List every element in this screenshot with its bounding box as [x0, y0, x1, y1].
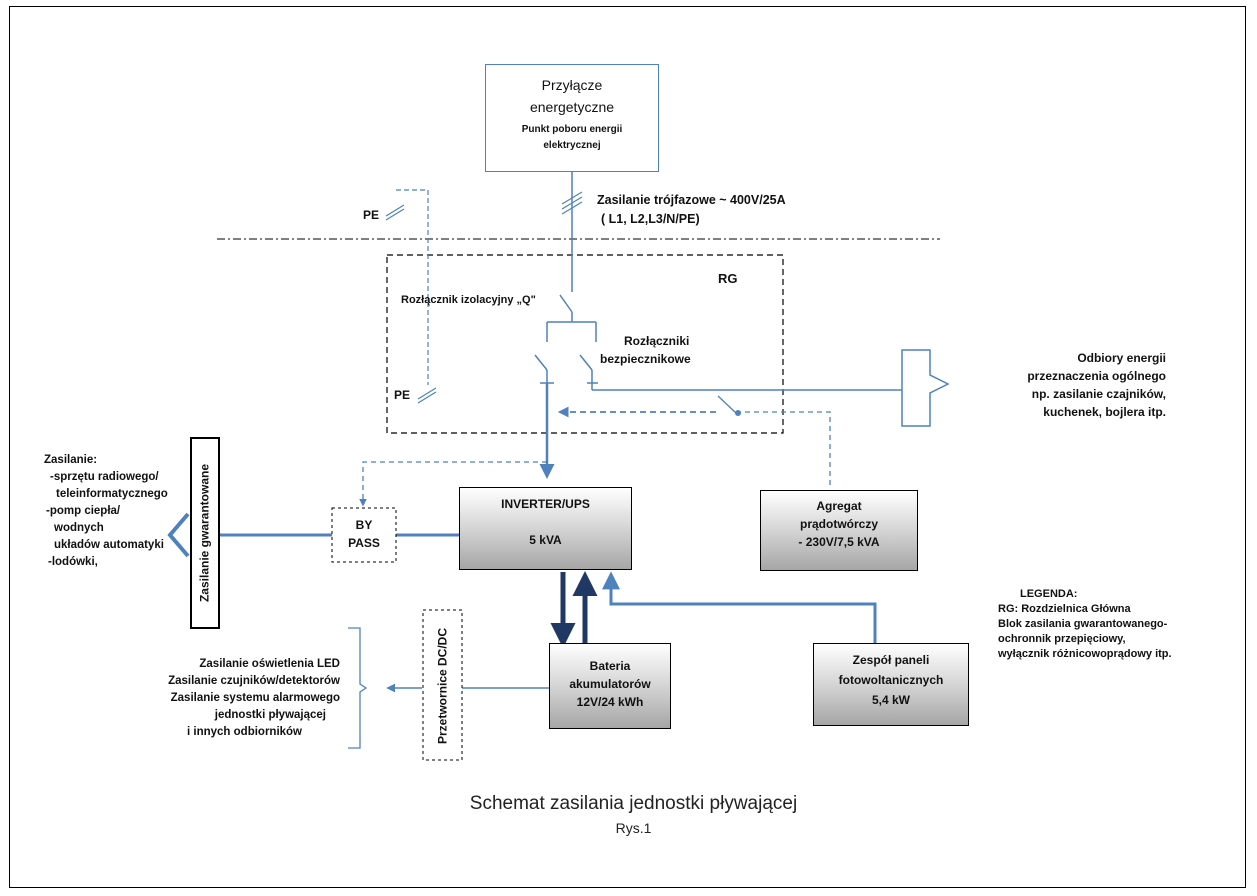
- pe-label-bottom: PE: [394, 388, 411, 402]
- fuse-switch-left: [534, 354, 548, 371]
- three-phase-hash: [561, 191, 583, 215]
- pv-panels-box: [813, 643, 969, 726]
- rg-label: RG: [718, 271, 738, 286]
- guaranteed-supply-box: [190, 437, 220, 629]
- isolator-label: Rozłącznik izolacyjny „Q": [401, 294, 536, 306]
- supply-label: Zasilanie trójfazowe ~ 400V/25A( L1, L2,…: [597, 193, 786, 226]
- grid-connection-box: [485, 64, 659, 172]
- rg-box: [386, 254, 784, 434]
- generator-switch: [717, 395, 737, 414]
- diagram-caption-title: Schemat zasilania jednostki pływającej: [469, 793, 798, 814]
- dc-loads-list: Zasilanie oświetlenia LED Zasilanie czuj…: [168, 658, 340, 738]
- diagram-caption-sub: Rys.1: [615, 820, 652, 836]
- inverter-box: [459, 487, 632, 570]
- generator-line: [740, 411, 831, 485]
- guaranteed-output-arrow: [167, 512, 190, 558]
- battery-box: [549, 643, 671, 729]
- pv-line: [602, 571, 877, 643]
- loads-brace: [348, 627, 368, 749]
- dcdc-label: Przetwornice DC/DC: [435, 627, 450, 745]
- fuse-switch-right: [579, 354, 593, 371]
- generator-box: [760, 490, 918, 571]
- general-load-arrow: [901, 349, 950, 427]
- pe-hash-bottom: [417, 387, 437, 400]
- guaranteed-loads-list: Zasilanie: -sprzętu radiowego/ teleinfor…: [44, 454, 168, 568]
- pe-label-top: PE: [363, 208, 380, 222]
- pe-line: [396, 189, 429, 385]
- bypass-line: [359, 461, 547, 507]
- diagram-frame: [9, 6, 1246, 888]
- dcdc-box: [422, 609, 463, 761]
- guaranteed-supply-label: Zasilanie gwarantowane: [197, 463, 212, 603]
- legend: LEGENDA: RG: Rozdzielnica Główna Blok za…: [998, 588, 1172, 660]
- isolator-switch: [559, 294, 573, 313]
- bypass-box: [331, 507, 397, 563]
- pe-hash-top: [385, 204, 405, 217]
